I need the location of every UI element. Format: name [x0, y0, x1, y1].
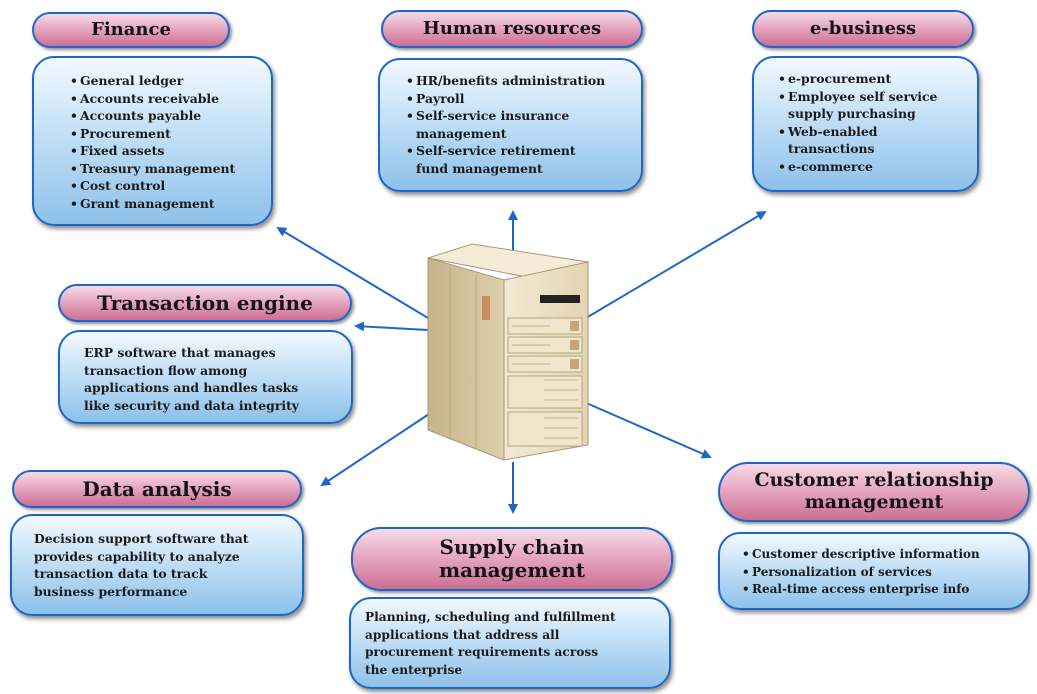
transaction-engine-title: Transaction engine — [58, 284, 352, 322]
transaction-engine-box: ERP software that manages transaction fl… — [58, 330, 353, 424]
arrow-to-e-business — [585, 210, 767, 319]
human-resources-box: HR/benefits administration Payroll Self-… — [378, 58, 643, 192]
data-analysis-box: Decision support software that provides … — [10, 514, 304, 616]
list-item: Self-service insurance management — [406, 107, 633, 142]
list-item: Grant management — [70, 195, 261, 213]
list-item: Procurement — [70, 125, 261, 143]
list-item: Treasury management — [70, 160, 261, 178]
arrow-to-finance — [276, 226, 429, 319]
finance-list: General ledger Accounts receivable Accou… — [70, 72, 261, 212]
list-item: Accounts payable — [70, 107, 261, 125]
list-item: Cost control — [70, 177, 261, 195]
crm-list: Customer descriptive information Persona… — [742, 546, 1024, 599]
e-business-title: e-business — [752, 10, 974, 48]
human-resources-title: Human resources — [381, 10, 643, 48]
e-business-box: e-procurement Employee self service supp… — [752, 56, 979, 192]
finance-title: Finance — [32, 12, 230, 48]
arrow-to-transaction-engine — [354, 321, 429, 332]
list-item: General ledger — [70, 72, 261, 90]
list-item: Real-time access enterprise info — [742, 581, 1024, 599]
arrow-to-data-analysis — [320, 411, 433, 487]
list-item: Self-service retirement fund management — [406, 142, 633, 177]
list-item: Accounts receivable — [70, 90, 261, 108]
human-resources-list: HR/benefits administration Payroll Self-… — [406, 72, 633, 177]
supply-chain-description: Planning, scheduling and fulfillment app… — [365, 610, 616, 677]
list-item: Customer descriptive information — [742, 546, 1024, 564]
list-item: e-procurement — [778, 70, 971, 88]
list-item: HR/benefits administration — [406, 72, 633, 90]
list-item: e-commerce — [778, 158, 971, 176]
crm-title: Customer relationship management — [718, 462, 1030, 522]
list-item: Personalization of services — [742, 564, 1024, 582]
list-item: Employee self service supply purchasing — [778, 88, 971, 123]
list-item: Payroll — [406, 90, 633, 108]
transaction-engine-description: ERP software that manages transaction fl… — [84, 345, 299, 413]
supply-chain-box: Planning, scheduling and fulfillment app… — [349, 597, 671, 689]
data-analysis-description: Decision support software that provides … — [34, 531, 249, 599]
arrow-to-crm — [583, 401, 712, 459]
data-analysis-title: Data analysis — [12, 470, 302, 508]
finance-box: General ledger Accounts receivable Accou… — [32, 56, 273, 226]
e-business-list: e-procurement Employee self service supp… — [778, 70, 971, 175]
supply-chain-title: Supply chain management — [351, 527, 673, 591]
list-item: Web-enabled transactions — [778, 123, 971, 158]
list-item: Fixed assets — [70, 142, 261, 160]
crm-box: Customer descriptive information Persona… — [718, 532, 1030, 610]
central-server-illustration — [420, 240, 600, 465]
